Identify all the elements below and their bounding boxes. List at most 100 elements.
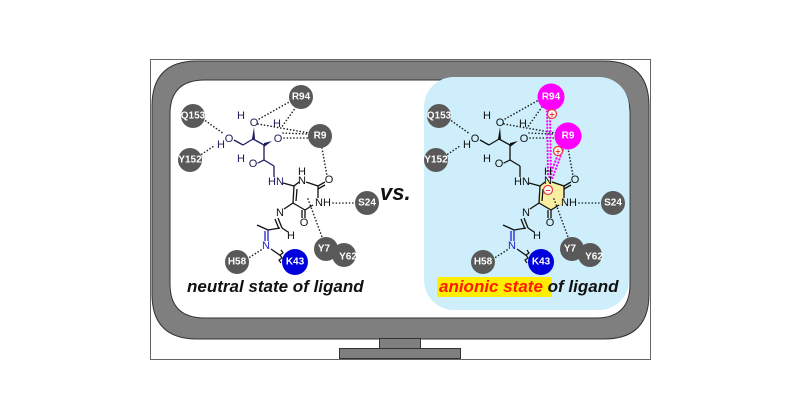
residue-s24: S24 — [355, 191, 379, 215]
bond — [488, 138, 500, 146]
residue-s24-circle — [355, 191, 379, 215]
bond — [479, 139, 490, 146]
hbond-h58-n — [492, 249, 508, 260]
atom-n: N — [522, 207, 530, 219]
hbond-h-r9 — [528, 132, 555, 135]
residue-y7 — [314, 237, 338, 261]
atom-n-imine: N — [262, 240, 270, 252]
residue-q153-label: Q153 — [427, 111, 452, 122]
hbond-q153-o — [202, 118, 225, 135]
atom-h: H — [298, 166, 306, 178]
bond — [267, 227, 281, 231]
residue-y62-label: Y62 — [585, 252, 603, 263]
residue-h58: H58 — [225, 250, 249, 274]
residue-r94: R94 — [537, 83, 565, 111]
bond — [563, 184, 572, 190]
residue-k43: K43 — [282, 249, 308, 275]
bond — [295, 188, 298, 202]
caption-text: of ligand — [543, 277, 619, 296]
atom-h: H — [483, 153, 491, 165]
hbond-r94-h — [526, 106, 543, 129]
atom-o: O — [495, 158, 504, 170]
hbond-h-r9 — [282, 132, 309, 135]
bond — [242, 138, 254, 146]
hbond-r94-h — [280, 106, 297, 129]
hbond-h58-n — [246, 249, 262, 260]
bond — [283, 202, 294, 210]
residue-y152-label: Y152 — [178, 155, 202, 166]
residue-y7-label: Y7 — [318, 244, 331, 255]
residue-y152-circle — [178, 148, 202, 172]
atom-o: O — [325, 174, 334, 186]
atom-o: O — [571, 174, 580, 186]
hbond-r9-o2 — [567, 147, 574, 177]
atom-o: O — [249, 158, 258, 170]
atom-h: H — [463, 139, 471, 151]
wedge-bond — [264, 141, 272, 147]
panel-caption: anionic state of ligand — [439, 277, 619, 296]
atom-h: H — [287, 230, 295, 242]
residue-y152-circle — [424, 148, 448, 172]
residue-s24-circle — [601, 191, 625, 215]
bond — [550, 204, 560, 211]
hbond-q153-o — [448, 118, 471, 135]
caption-highlight-background — [437, 277, 552, 297]
residue-y7-circle — [560, 237, 584, 261]
bond — [263, 159, 275, 167]
wedge-bond — [252, 127, 255, 139]
bond — [277, 217, 283, 229]
residue-r9-circle — [554, 122, 582, 150]
bond — [498, 138, 511, 146]
bond — [304, 204, 314, 211]
residue-y7-circle — [314, 237, 338, 261]
bond — [317, 184, 326, 190]
wedge-bond — [498, 127, 501, 139]
residue-q153: Q153 — [181, 104, 206, 128]
atom-hn: HN — [268, 176, 284, 188]
svg-text:+: + — [555, 147, 560, 157]
residue-q153: Q153 — [427, 104, 452, 128]
positive-charge-r94: + — [546, 108, 558, 120]
bond — [256, 224, 269, 231]
atom-o: O — [300, 217, 309, 229]
residue-h58-circle — [471, 250, 495, 274]
residue-h58-circle — [225, 250, 249, 274]
atom-n1: N — [298, 175, 306, 187]
bond — [509, 159, 521, 167]
atom-o: O — [471, 133, 480, 145]
caption-text: neutral state of ligand — [187, 277, 364, 296]
salt-bridge-r94-n-2 — [548, 106, 553, 180]
atom-o: O — [496, 117, 505, 129]
residue-r94: R94 — [289, 85, 313, 109]
residue-s24-label: S24 — [604, 198, 622, 209]
atom-n: N — [276, 207, 284, 219]
residue-r9: R9 — [308, 124, 332, 148]
anionic-panel-background — [424, 77, 629, 310]
atom-h: H — [273, 118, 281, 130]
wedge-bond — [510, 141, 518, 147]
atom-h: H — [519, 118, 527, 130]
bond — [538, 202, 552, 211]
vs-label: vs. — [380, 180, 411, 205]
hbond-r94-o — [504, 100, 538, 120]
hash-bond — [503, 159, 511, 164]
bond — [529, 202, 540, 210]
atom-o: O — [225, 133, 234, 145]
residue-s24: S24 — [601, 191, 625, 215]
salt-bridge-r94-n — [545, 106, 550, 178]
bond — [551, 181, 565, 187]
bond — [293, 181, 300, 187]
residue-r94-label: R94 — [292, 92, 311, 103]
atom-o: O — [274, 133, 283, 145]
residue-y152: Y152 — [178, 148, 202, 172]
atom-n1: N — [544, 175, 552, 187]
bond — [520, 218, 526, 230]
hbond-r94-o — [258, 100, 292, 120]
residue-k43: K43 — [528, 249, 554, 275]
atom-o: O — [250, 117, 259, 129]
wavy-bond — [524, 249, 530, 264]
